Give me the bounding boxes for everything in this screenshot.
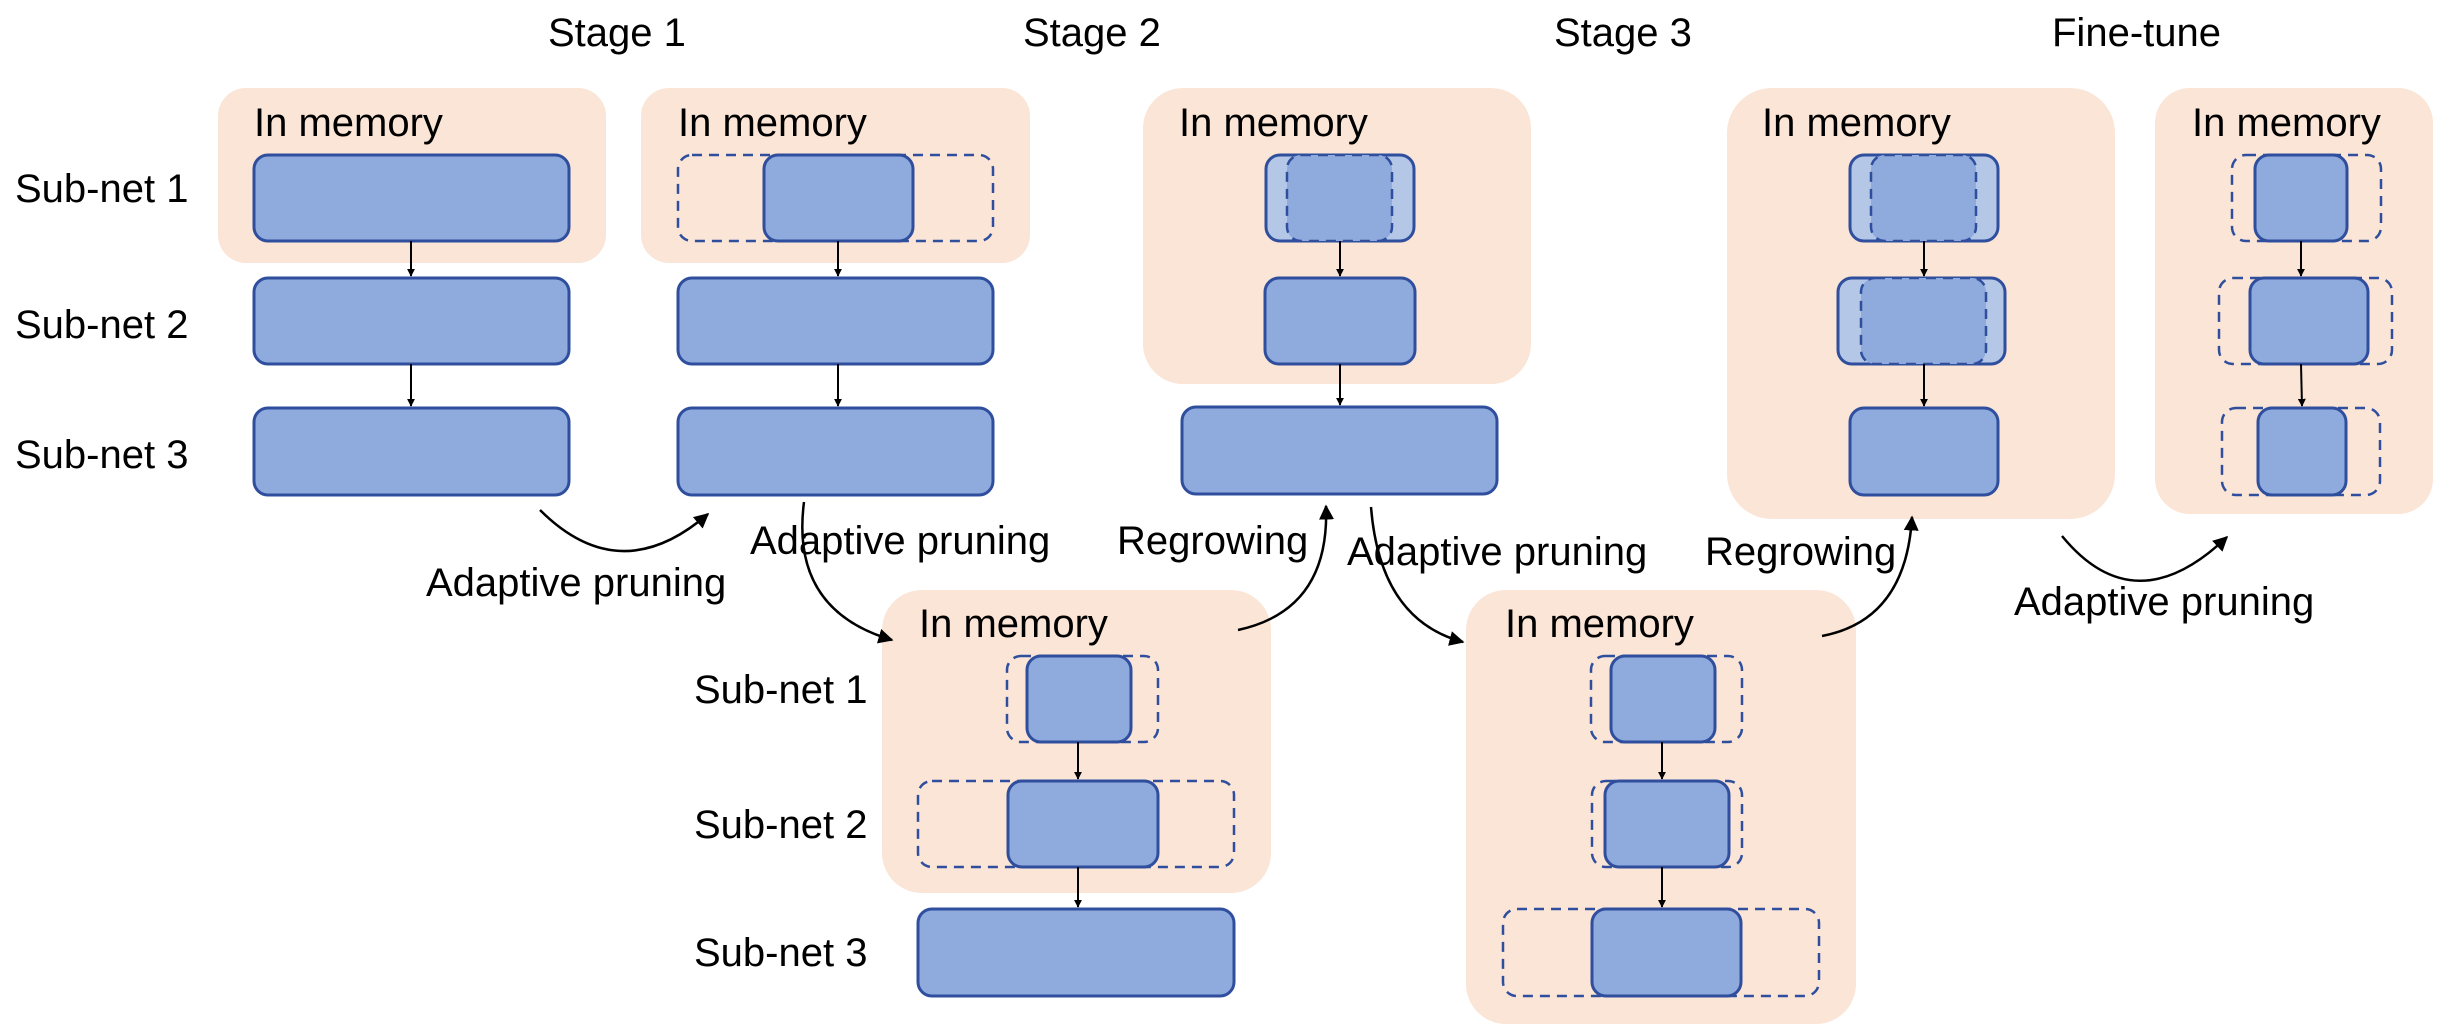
label-adaptive-pruning-1: Adaptive pruning: [426, 561, 726, 605]
memory-label: In memory: [2192, 101, 2381, 145]
row-label-subnet-1: Sub-net 1: [694, 668, 867, 712]
memory-label: In memory: [1762, 101, 1951, 145]
memory-label: In memory: [1505, 602, 1694, 646]
column-stage1-pruned: [676, 153, 995, 497]
transition-arrow-pruning-1: [539, 509, 710, 553]
column-stage3-regrown: [1836, 153, 2007, 497]
subnet-block: [676, 276, 995, 366]
subnet-block: [1263, 276, 1417, 366]
row-label-subnet-1: Sub-net 1: [15, 167, 188, 211]
subnet-block: [1609, 654, 1717, 744]
subnet-block: [1603, 779, 1731, 869]
pruned-outline: [1859, 276, 1988, 366]
subnet-block: [676, 406, 995, 497]
row-label-subnet-3: Sub-net 3: [694, 931, 867, 975]
subnet-block: [1025, 654, 1133, 744]
subnet-block: [2256, 406, 2348, 497]
subnet-block: [762, 153, 915, 243]
label-adaptive-pruning-3: Adaptive pruning: [1347, 530, 1647, 574]
pruned-outline: [1869, 153, 1978, 243]
column-stage2-regrown: [1180, 153, 1499, 496]
column-fine-tune: [2217, 153, 2394, 497]
subnet-block: [916, 907, 1236, 998]
memory-label: In memory: [1179, 101, 1368, 145]
subnet-block: [1006, 779, 1160, 869]
pruned-outline: [1589, 654, 1744, 744]
row-label-subnet-2: Sub-net 2: [694, 803, 867, 847]
transition-arrow-regrowing-1: [1237, 504, 1335, 632]
stage-2-title: Stage 2: [1023, 11, 1161, 55]
subnet-block: [252, 153, 571, 243]
memory-label: In memory: [254, 101, 443, 145]
pruned-outline: [1005, 654, 1160, 744]
subnet-block: [2248, 276, 2370, 366]
label-adaptive-pruning-4: Adaptive pruning: [2014, 580, 2314, 624]
flow-arrow: [2297, 363, 2306, 407]
transition-arrow-pruning-2: [801, 501, 894, 644]
subnet-block: [1180, 405, 1499, 496]
stage-3-title: Stage 3: [1554, 11, 1692, 55]
subnet-block: [2253, 153, 2349, 243]
transition-arrow-pruning-4: [2061, 535, 2229, 582]
label-adaptive-pruning-2: Adaptive pruning: [750, 519, 1050, 563]
transition-arrow-regrowing-2: [1821, 515, 1919, 638]
row-label-subnet-3: Sub-net 3: [15, 433, 188, 477]
subnet-block: [1590, 907, 1743, 998]
column-stage1-initial: [252, 153, 571, 497]
stage-1-title: Stage 1: [548, 11, 686, 55]
subnet-block: [252, 406, 571, 497]
pruned-outline: [1285, 153, 1394, 243]
column-stage2-pruned: Sub-net 1 Sub-net 2 Sub-net 3: [694, 654, 1236, 998]
label-regrowing-2: Regrowing: [1705, 530, 1896, 574]
subnet-block: [252, 276, 571, 366]
memory-label: In memory: [678, 101, 867, 145]
transition-arrow-pruning-3: [1369, 506, 1465, 646]
subnet-block: [1848, 406, 2000, 497]
fine-tune-title: Fine-tune: [2052, 11, 2221, 55]
column-stage3-pruned: [1501, 654, 1821, 998]
label-regrowing-1: Regrowing: [1117, 519, 1308, 563]
memory-label: In memory: [919, 602, 1108, 646]
row-label-subnet-2: Sub-net 2: [15, 303, 188, 347]
